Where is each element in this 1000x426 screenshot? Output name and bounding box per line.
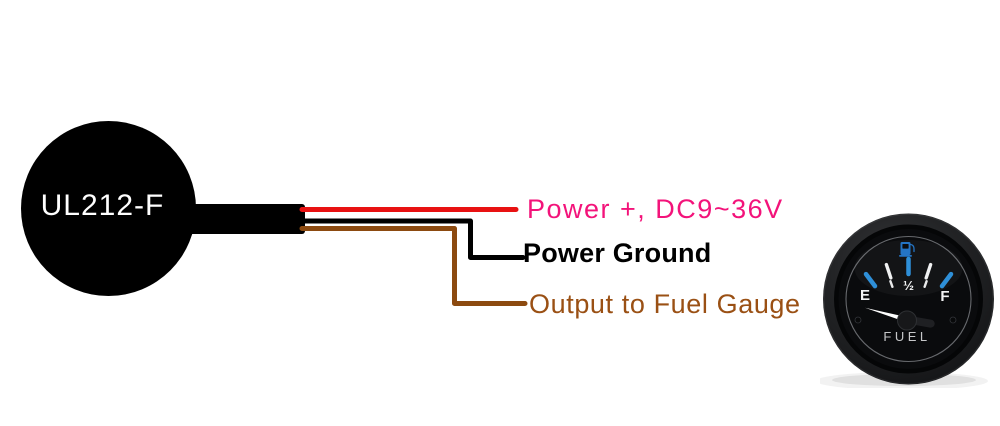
sensor-body: UL212-F [21,121,196,296]
gauge-label-full: F [940,288,949,305]
gauge-minor-tick-right [923,279,928,289]
gauge-tick-empty [863,271,878,289]
fuel-gauge: E ½ F FUEL [816,211,997,390]
gauge-needle-hub [897,310,917,331]
wire-power-ground [299,218,526,260]
wire-output-to-fuel-gauge [299,226,528,306]
gauge-screw-right [949,316,957,324]
fuel-gauge-image: E ½ F FUEL [816,213,994,390]
fuel-pump-icon [899,242,915,257]
gauge-title: FUEL [883,329,930,344]
gauge-screw-left [854,316,862,324]
gauge-glass-ring [845,235,972,363]
label-output-to-fuel-gauge: Output to Fuel Gauge [529,289,801,319]
gauge-tick-quarter [884,262,893,280]
label-power-positive: Power +, DC9~36V [527,194,784,224]
gauge-bezel-highlight [823,213,994,385]
label-power-ground: Power Ground [523,238,712,268]
gauge-label-half: ½ [903,278,914,293]
gauge-tick-full [939,271,954,289]
sensor-model-label: UL212-F [40,188,165,222]
gauge-bezel-groove [834,224,983,374]
gauge-tick-three-quarter [924,262,933,280]
gauge-label-empty: E [860,287,870,304]
gauge-face [838,229,979,369]
gauge-minor-tick-left [889,279,894,289]
